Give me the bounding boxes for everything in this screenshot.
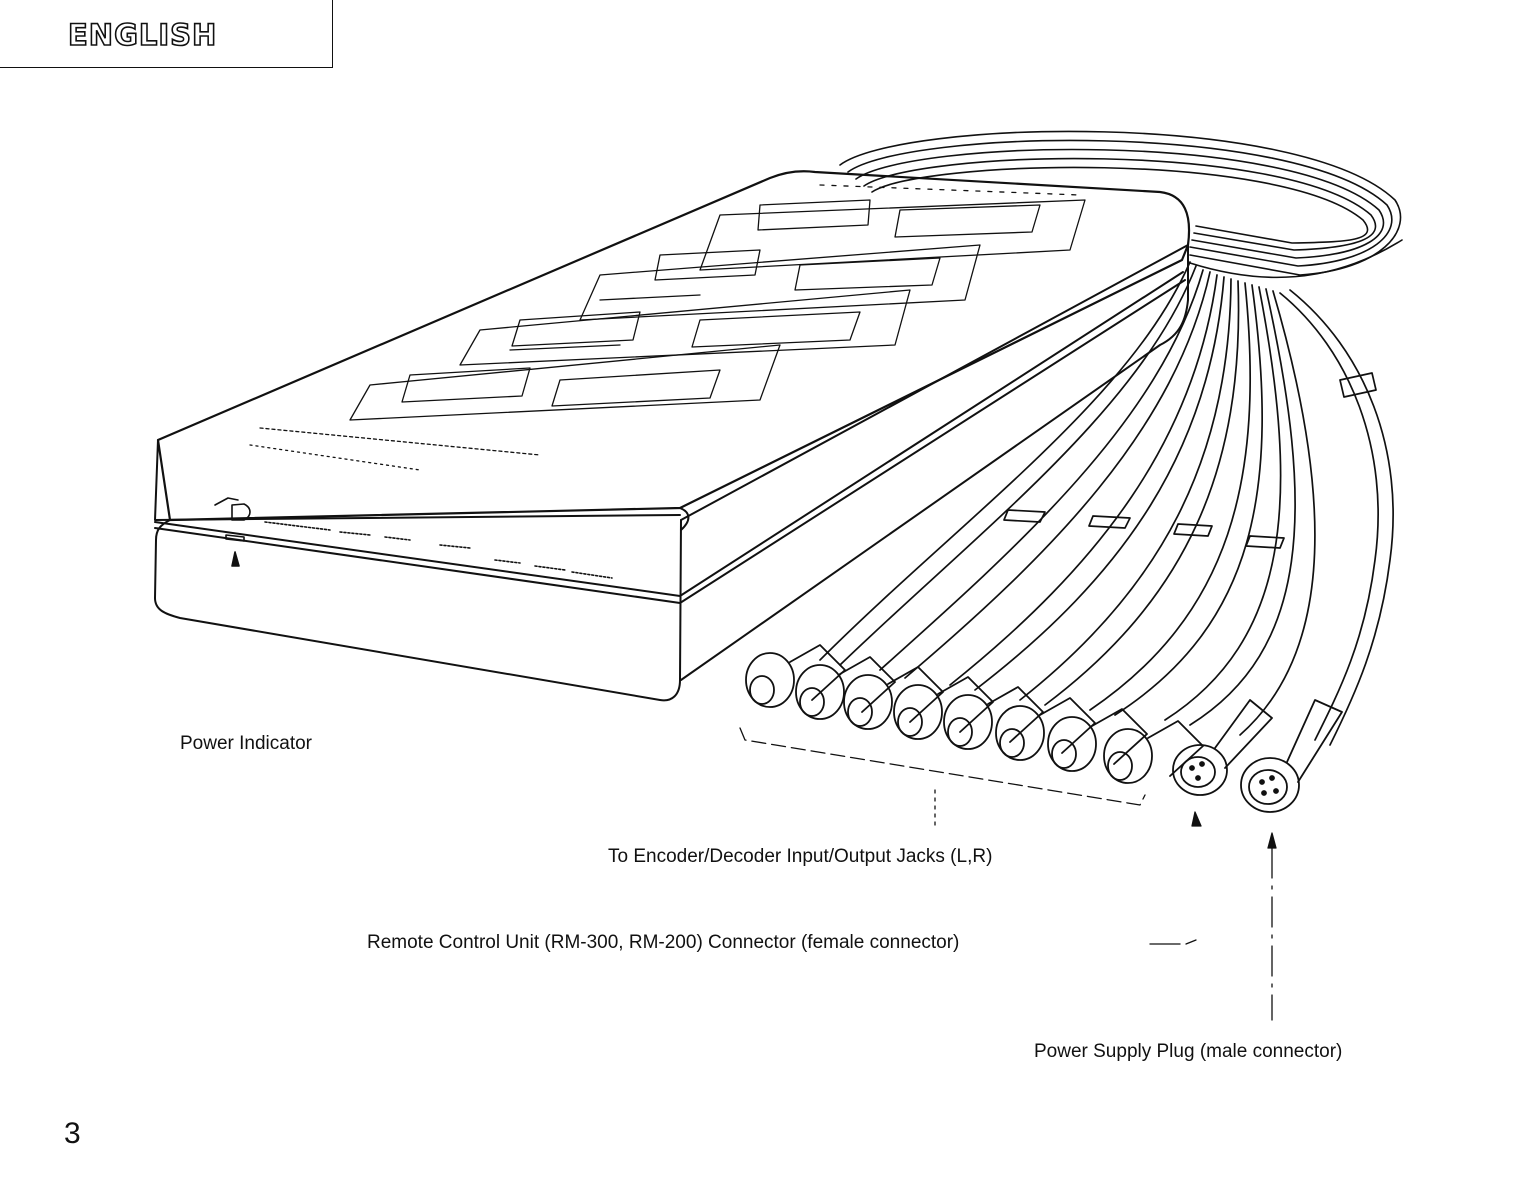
cable-fan — [819, 261, 1394, 746]
language-tab-label: ENGLISH — [67, 17, 218, 53]
remote-connector-label: Remote Control Unit (RM-300, RM-200) Con… — [367, 932, 960, 953]
language-tab: ENGLISH — [0, 0, 333, 68]
io-jacks-label: To Encoder/Decoder Input/Output Jacks (L… — [608, 846, 993, 867]
processor-unit — [154, 170, 1191, 702]
coiled-cable — [839, 130, 1403, 279]
callout-leaders — [739, 727, 1277, 1021]
din-connectors — [1172, 699, 1343, 813]
power-plug-label: Power Supply Plug (male connector) — [1034, 1041, 1343, 1062]
power-indicator-label: Power Indicator — [180, 733, 313, 754]
page-number: 3 — [64, 1117, 81, 1150]
rca-plugs — [745, 644, 1204, 784]
